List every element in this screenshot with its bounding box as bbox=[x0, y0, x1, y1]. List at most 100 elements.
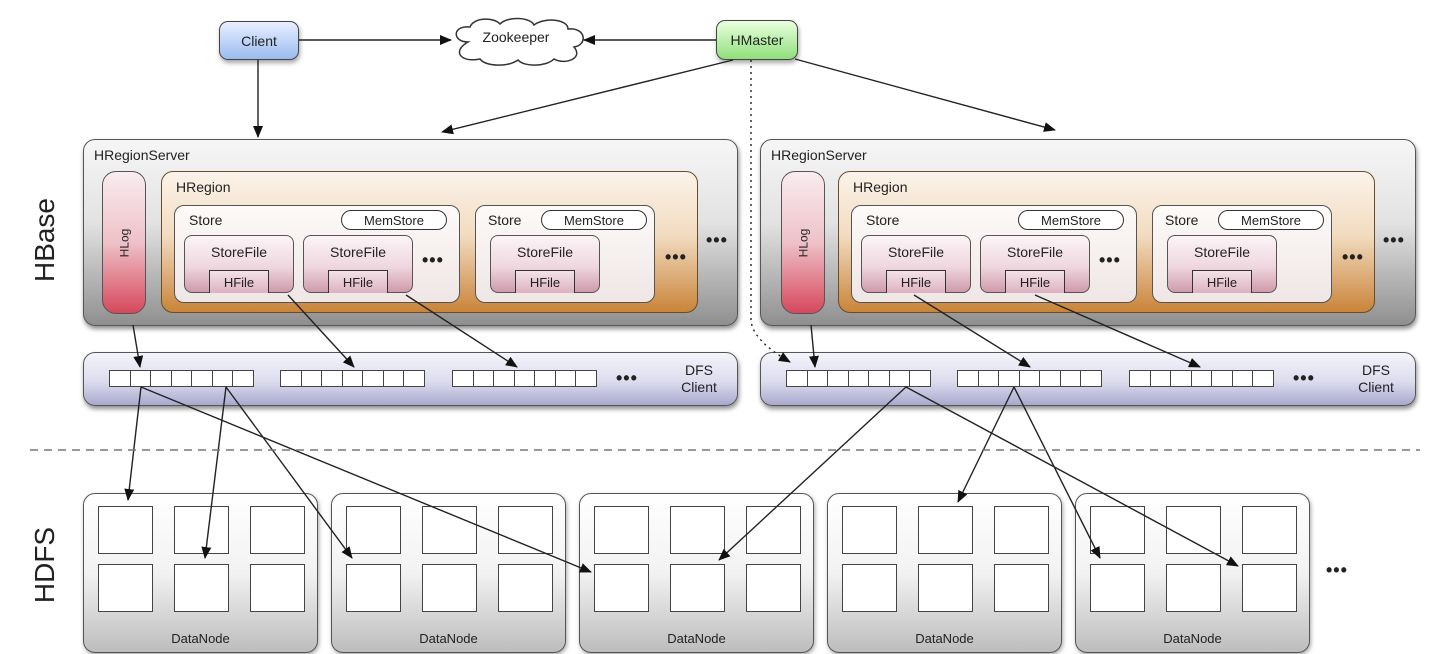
hmaster-to-regionserver2-arrow bbox=[794, 58, 1056, 132]
more-regions-ellipsis: ••• bbox=[706, 230, 728, 250]
block bbox=[232, 370, 254, 387]
storefile[interactable]: StoreFile HFile bbox=[303, 235, 413, 293]
store-title: Store bbox=[488, 212, 522, 228]
hregion[interactable]: HRegion Store MemStore StoreFile HFile S… bbox=[838, 171, 1375, 313]
hdfs-block bbox=[250, 564, 305, 612]
hfile[interactable]: HFile bbox=[515, 270, 575, 293]
store[interactable]: Store MemStore StoreFile HFile StoreFile… bbox=[174, 205, 460, 303]
block bbox=[575, 370, 597, 387]
datanode-block-grid bbox=[346, 506, 553, 612]
region-server-1[interactable]: HRegionServer HLog HRegion Store MemStor… bbox=[83, 139, 738, 326]
block bbox=[554, 370, 577, 387]
hfile[interactable]: HFile bbox=[1192, 270, 1252, 293]
block bbox=[534, 370, 556, 387]
store-title: Store bbox=[866, 212, 900, 228]
client-node[interactable]: Client bbox=[219, 21, 299, 60]
memstore[interactable]: MemStore bbox=[541, 210, 647, 230]
block-group bbox=[452, 370, 597, 387]
more-blocks-ellipsis: ••• bbox=[616, 368, 638, 388]
hdfs-block bbox=[1166, 506, 1221, 554]
block bbox=[827, 370, 849, 387]
dfs-label-line1: DFS bbox=[685, 362, 713, 378]
hlog-label: HLog bbox=[796, 228, 810, 257]
storefile-title: StoreFile bbox=[210, 244, 268, 260]
block bbox=[1129, 370, 1151, 387]
block bbox=[998, 370, 1020, 387]
hdfs-block bbox=[842, 564, 897, 612]
hlog-label: HLog bbox=[117, 228, 131, 257]
datanode[interactable]: DataNode bbox=[1075, 493, 1310, 653]
hdfs-block bbox=[422, 564, 477, 612]
memstore[interactable]: MemStore bbox=[1218, 210, 1324, 230]
hdfs-block bbox=[498, 564, 553, 612]
hfile[interactable]: HFile bbox=[886, 270, 946, 293]
hdfs-block bbox=[98, 564, 153, 612]
storefile-title: StoreFile bbox=[887, 244, 945, 260]
datanode-block-grid bbox=[1090, 506, 1297, 612]
datanode[interactable]: DataNode bbox=[579, 493, 814, 653]
dfs-client-label: DFS Client bbox=[669, 362, 729, 396]
block-group bbox=[786, 370, 931, 387]
block bbox=[786, 370, 808, 387]
datanode-label: DataNode bbox=[1163, 631, 1222, 646]
store[interactable]: Store MemStore StoreFile HFile bbox=[475, 205, 655, 303]
hbase-layer-label: HBase bbox=[29, 197, 60, 283]
datanode[interactable]: DataNode bbox=[331, 493, 566, 653]
memstore[interactable]: MemStore bbox=[1018, 210, 1124, 230]
storefile[interactable]: StoreFile HFile bbox=[980, 235, 1090, 293]
block bbox=[280, 370, 302, 387]
memstore[interactable]: MemStore bbox=[341, 210, 447, 230]
hdfs-block bbox=[174, 564, 229, 612]
storefile[interactable]: StoreFile HFile bbox=[861, 235, 971, 293]
datanode-label: DataNode bbox=[915, 631, 974, 646]
datanode[interactable]: DataNode bbox=[827, 493, 1062, 653]
block bbox=[1080, 370, 1102, 387]
hdfs-block bbox=[1090, 506, 1145, 554]
hregion[interactable]: HRegion Store MemStore StoreFile HFile S… bbox=[161, 171, 698, 313]
block bbox=[1039, 370, 1061, 387]
hfile[interactable]: HFile bbox=[328, 270, 388, 293]
hfile[interactable]: HFile bbox=[209, 270, 269, 293]
datanode[interactable]: DataNode bbox=[83, 493, 318, 653]
block bbox=[888, 370, 911, 387]
storefile-title: StoreFile bbox=[1193, 244, 1251, 260]
hdfs-block bbox=[670, 506, 725, 554]
hdfs-block bbox=[98, 506, 153, 554]
hdfs-block bbox=[422, 506, 477, 554]
block bbox=[472, 370, 495, 387]
hdfs-block bbox=[1242, 506, 1297, 554]
block bbox=[170, 370, 193, 387]
hlog[interactable]: HLog bbox=[781, 171, 825, 314]
block bbox=[362, 370, 384, 387]
store-title: Store bbox=[189, 212, 223, 228]
block bbox=[977, 370, 1000, 387]
hdfs-block bbox=[594, 506, 649, 554]
hlog[interactable]: HLog bbox=[102, 171, 146, 314]
hdfs-block bbox=[1242, 564, 1297, 612]
storefile-title: StoreFile bbox=[1006, 244, 1064, 260]
dfs-client-2[interactable]: ••• DFS Client bbox=[760, 352, 1416, 406]
store[interactable]: Store MemStore StoreFile HFile StoreFile… bbox=[851, 205, 1137, 303]
hfile[interactable]: HFile bbox=[1005, 270, 1065, 293]
region-server-2[interactable]: HRegionServer HLog HRegion Store MemStor… bbox=[760, 139, 1416, 326]
storefile[interactable]: StoreFile HFile bbox=[184, 235, 294, 293]
zookeeper-label: Zookeeper bbox=[482, 29, 550, 45]
hmaster-node[interactable]: HMaster bbox=[716, 20, 798, 60]
block bbox=[452, 370, 474, 387]
hdfs-block bbox=[498, 506, 553, 554]
hdfs-block bbox=[918, 564, 973, 612]
block bbox=[909, 370, 931, 387]
storefile[interactable]: StoreFile HFile bbox=[490, 235, 600, 293]
dfs-client-1[interactable]: ••• DFS Client bbox=[83, 352, 738, 406]
block bbox=[341, 370, 364, 387]
hdfs-block bbox=[1090, 564, 1145, 612]
hdfs-block bbox=[346, 506, 401, 554]
store[interactable]: Store MemStore StoreFile HFile bbox=[1152, 205, 1332, 303]
block bbox=[321, 370, 343, 387]
block bbox=[806, 370, 829, 387]
hdfs-block bbox=[1166, 564, 1221, 612]
block bbox=[300, 370, 323, 387]
storefile[interactable]: StoreFile HFile bbox=[1167, 235, 1277, 293]
block bbox=[403, 370, 425, 387]
datanode-block-grid bbox=[594, 506, 801, 612]
